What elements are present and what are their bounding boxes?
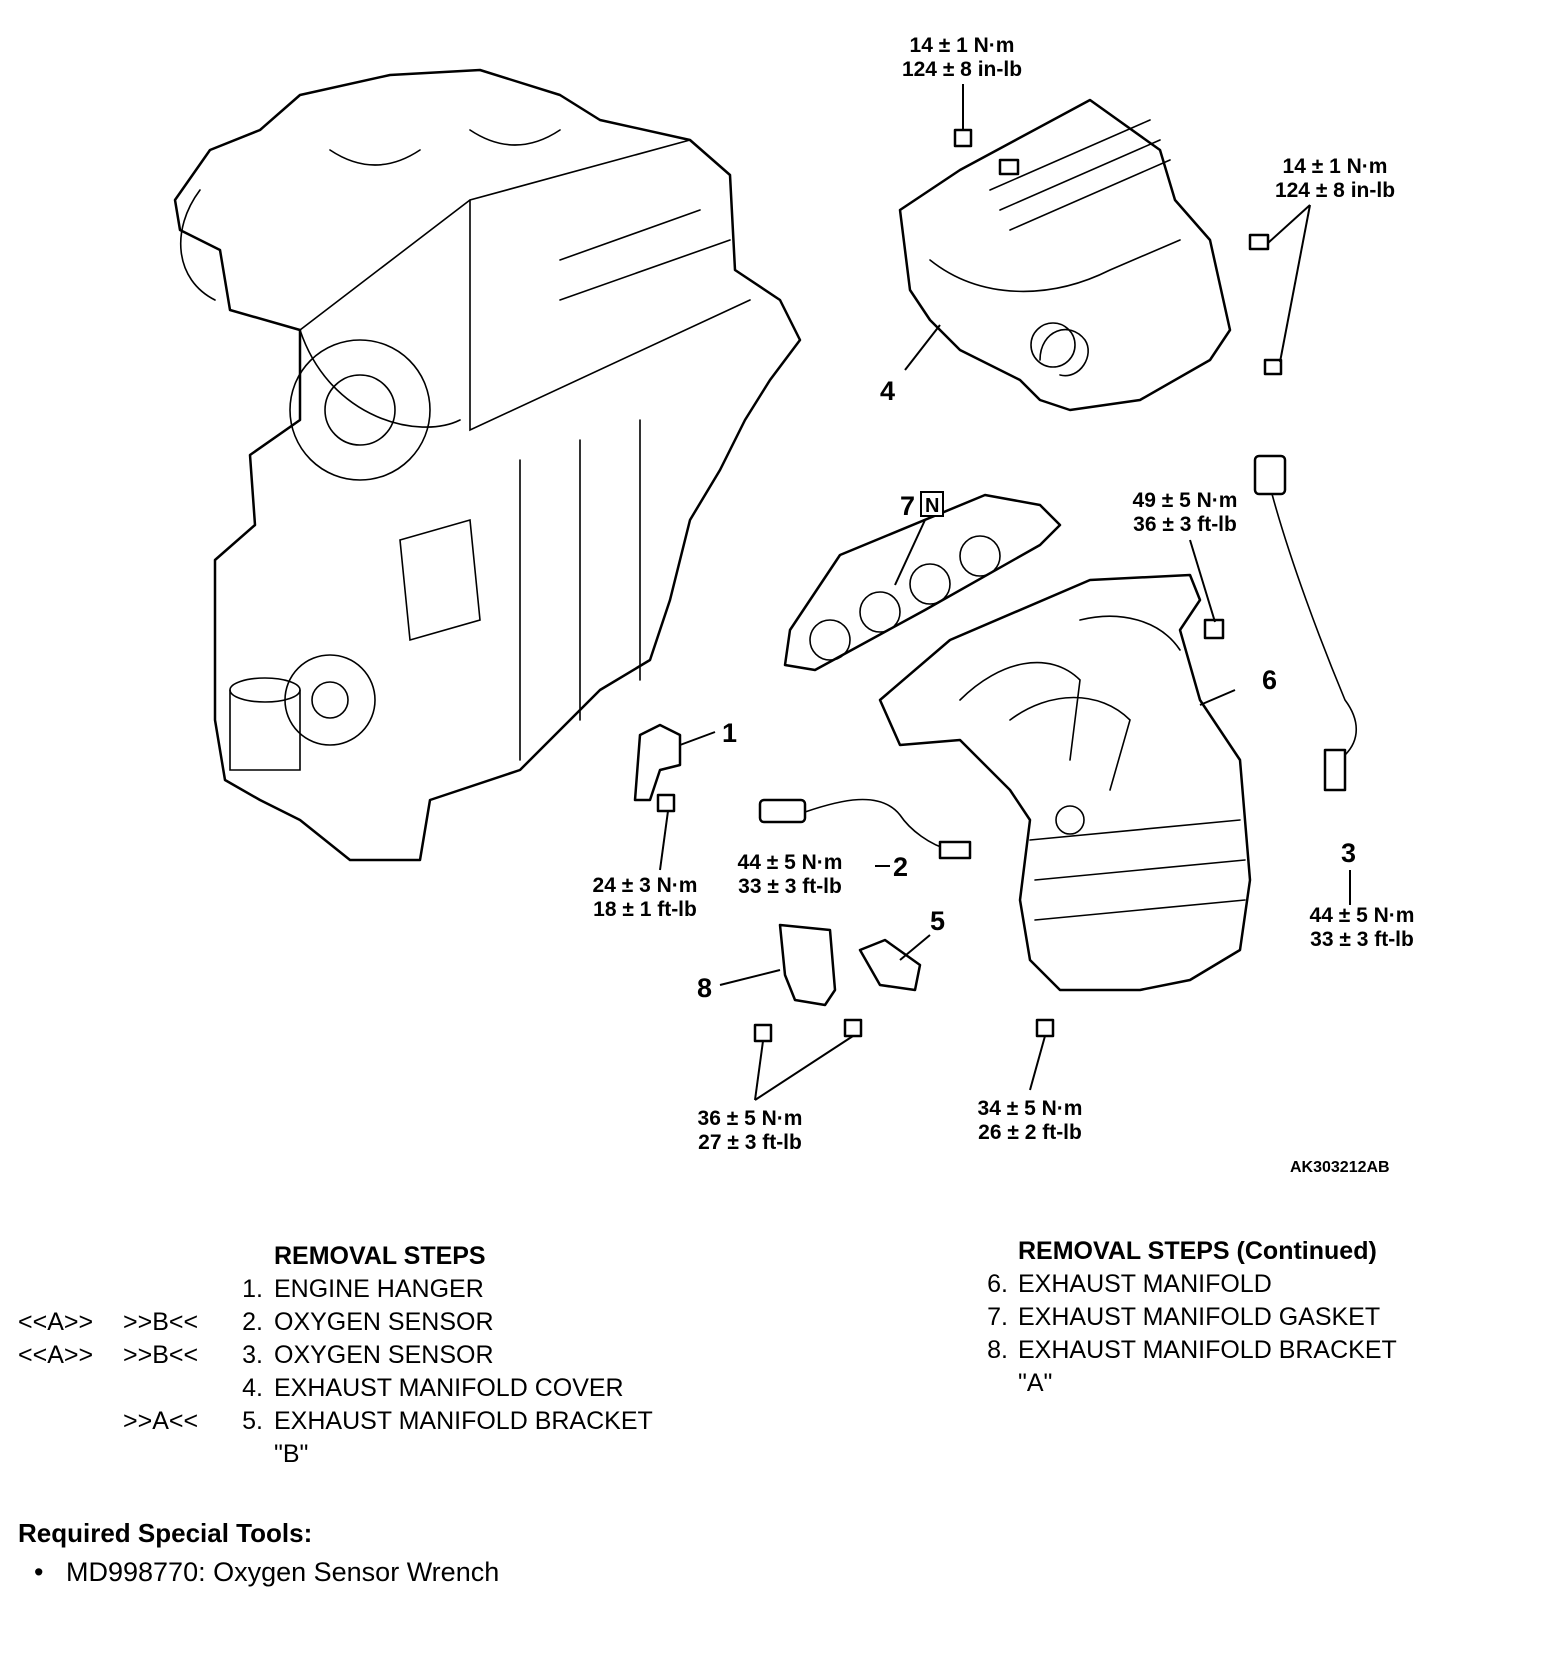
engine-block-drawing [173,68,802,862]
step-mark-a: <<A>> [18,1308,94,1336]
step-text-continuation: "A" [1018,1369,1053,1397]
torque-sensor3-nm: 44 ± 5 N·m [1310,904,1415,927]
torque-sensor2-lb: 33 ± 3 ft-lb [738,875,842,898]
torque-cover-top-lb: 124 ± 8 in-lb [902,58,1022,81]
torque-cover-top-nm: 14 ± 1 N·m [910,34,1015,57]
removal-steps-continued-title-row: REMOVAL STEPS (Continued) [978,1235,1538,1268]
torque-cover-side-lb: 124 ± 8 in-lb [1275,179,1395,202]
step-row: 4. EXHAUST MANIFOLD COVER [18,1372,718,1405]
bolt-drawings [656,128,1283,1043]
step-row: 1. ENGINE HANGER [18,1273,718,1306]
torque-bracket-bolts-nm: 36 ± 5 N·m [698,1107,803,1130]
step-row: <<A>> >>B<< 2. OXYGEN SENSOR [18,1306,718,1339]
oxygen-sensor-2-drawing [758,798,972,860]
removal-steps-continued-title: REMOVAL STEPS (Continued) [1018,1237,1377,1265]
step-text: ENGINE HANGER [274,1275,484,1303]
bullet-icon: • [34,1557,44,1587]
step-row: 8. EXHAUST MANIFOLD BRACKET [978,1334,1538,1367]
callout-4: 4 [880,376,895,406]
special-tools-list: • MD998770: Oxygen Sensor Wrench [34,1557,499,1588]
bracket-b-drawing [858,938,922,992]
step-number: 7. [987,1303,1008,1331]
callout-7: 7 [900,491,915,521]
new-part-mark: N [925,495,939,517]
exploded-view-diagram: 14 ± 1 N·m 124 ± 8 in-lb 14 ± 1 N·m 124 … [173,34,1415,1176]
step-number: 8. [987,1336,1008,1364]
callout-2: 2 [893,852,908,882]
torque-bracket-bolts-lb: 27 ± 3 ft-lb [698,1131,802,1154]
callout-1: 1 [722,718,737,748]
step-text: OXYGEN SENSOR [274,1308,494,1336]
callout-3: 3 [1341,838,1356,868]
step-row-continuation: "A" [978,1367,1538,1400]
step-number: 5. [242,1407,263,1435]
torque-converter-bolt-lb: 26 ± 2 ft-lb [978,1121,1082,1144]
removal-steps: REMOVAL STEPS 1. ENGINE HANGER <<A>> >>B… [18,1240,718,1471]
step-mark-b: >>A<< [123,1407,199,1435]
step-row: <<A>> >>B<< 3. OXYGEN SENSOR [18,1339,718,1372]
step-text-continuation: "B" [274,1440,309,1468]
torque-converter-bolt-nm: 34 ± 5 N·m [978,1097,1083,1120]
special-tool-text: MD998770: Oxygen Sensor Wrench [66,1557,500,1587]
step-text: OXYGEN SENSOR [274,1341,494,1369]
removal-steps-continued: REMOVAL STEPS (Continued) 6. EXHAUST MAN… [978,1235,1538,1400]
special-tools-title: Required Special Tools: [18,1518,313,1548]
torque-sensor2-nm: 44 ± 5 N·m [738,851,843,874]
callout-8: 8 [697,973,712,1003]
step-number: 3. [242,1341,263,1369]
step-mark-a: <<A>> [18,1341,94,1369]
step-text: EXHAUST MANIFOLD [1018,1270,1272,1298]
step-text: EXHAUST MANIFOLD COVER [274,1374,624,1402]
removal-steps-title-row: REMOVAL STEPS [18,1240,718,1273]
step-row-continuation: "B" [18,1438,718,1471]
step-text: EXHAUST MANIFOLD BRACKET [1018,1336,1397,1364]
step-number: 4. [242,1374,263,1402]
exhaust-manifold-drawing [878,573,1252,992]
torque-hanger-lb: 18 ± 1 ft-lb [593,898,697,921]
callout-5: 5 [930,906,945,936]
exhaust-manifold-gasket-drawing [783,493,1062,672]
step-row: 6. EXHAUST MANIFOLD [978,1268,1538,1301]
leader-lines [659,84,1351,1101]
step-text: EXHAUST MANIFOLD BRACKET [274,1407,653,1435]
step-row: 7. EXHAUST MANIFOLD GASKET [978,1301,1538,1334]
torque-sensor3-lb: 33 ± 3 ft-lb [1310,928,1414,951]
torque-manifold-nut-lb: 36 ± 3 ft-lb [1133,513,1237,536]
exhaust-manifold-cover-drawing [898,98,1232,412]
list-item: • MD998770: Oxygen Sensor Wrench [34,1557,499,1588]
callout-6: 6 [1262,665,1277,695]
torque-manifold-nut-nm: 49 ± 5 N·m [1133,489,1238,512]
step-number: 1. [242,1275,263,1303]
torque-hanger-nm: 24 ± 3 N·m [593,874,698,897]
step-mark-b: >>B<< [123,1341,199,1369]
step-number: 6. [987,1270,1008,1298]
removal-steps-title: REMOVAL STEPS [274,1242,486,1270]
engine-hanger-drawing [633,723,682,802]
figure-id: AK303212AB [1290,1159,1390,1176]
step-number: 2. [242,1308,263,1336]
oxygen-sensor-3-drawing [1253,454,1357,792]
torque-cover-side-nm: 14 ± 1 N·m [1283,155,1388,178]
step-mark-b: >>B<< [123,1308,199,1336]
step-row: >>A<< 5. EXHAUST MANIFOLD BRACKET [18,1405,718,1438]
bracket-a-drawing [778,923,837,1007]
step-text: EXHAUST MANIFOLD GASKET [1018,1303,1381,1331]
new-part-mark-box [920,491,944,517]
